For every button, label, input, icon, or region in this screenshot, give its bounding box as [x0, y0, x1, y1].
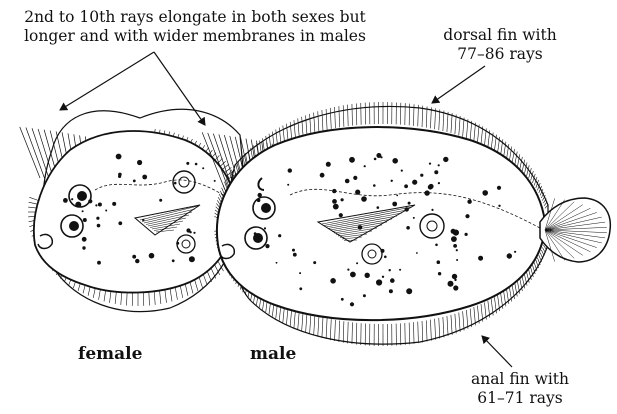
dorsal-fin-note: dorsal fin with 77–86 rays — [425, 26, 575, 64]
male-fish-drawing — [202, 102, 610, 346]
female-label: female — [78, 345, 142, 364]
elongate-rays-note-line2: longer and with wider membranes in males — [0, 27, 390, 46]
female-body-outline — [34, 131, 236, 293]
anal-fin-note: anal fin with 61–71 rays — [460, 370, 580, 408]
dorsal-fin-arrow — [432, 66, 485, 103]
dorsal-fin-note-line1: dorsal fin with — [425, 26, 575, 45]
dorsal-fin-note-line2: 77–86 rays — [425, 45, 575, 64]
elongate-rays-arrow-male — [154, 52, 205, 125]
anal-fin-note-line1: anal fin with — [460, 370, 580, 389]
anal-fin-note-line2: 61–71 rays — [460, 389, 580, 408]
male-label: male — [250, 345, 296, 364]
elongate-rays-note: 2nd to 10th rays elongate in both sexes … — [0, 8, 390, 46]
elongate-rays-arrow-female — [60, 52, 154, 110]
anal-fin-arrow — [482, 336, 512, 367]
elongate-rays-note-line1: 2nd to 10th rays elongate in both sexes … — [0, 8, 390, 27]
female-fish-drawing — [20, 109, 248, 311]
